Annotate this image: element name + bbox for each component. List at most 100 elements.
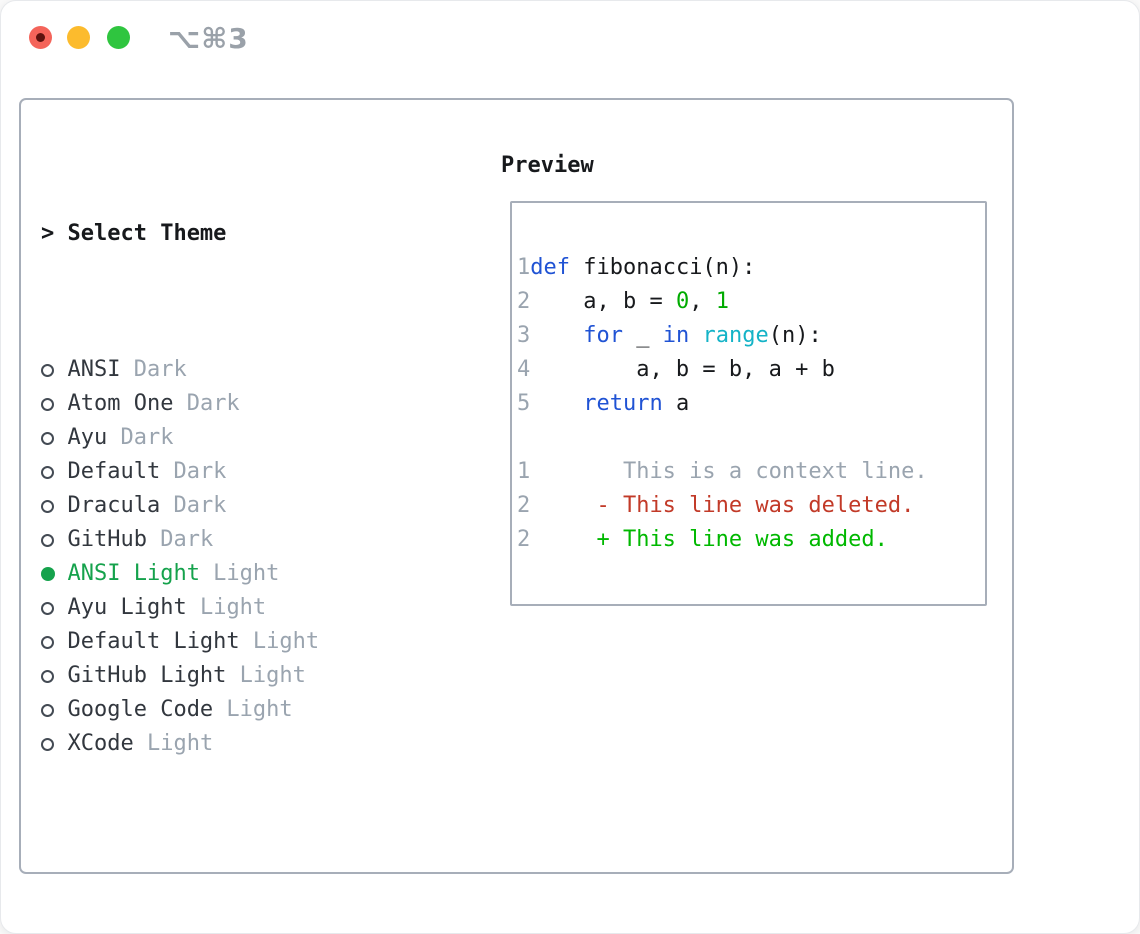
theme-variant: Light (226, 663, 306, 688)
radio-cell (41, 591, 67, 625)
line-number: 1 (517, 255, 531, 280)
theme-variant: Dark (160, 493, 227, 518)
code-segment-keyword: in (662, 323, 690, 348)
code-line: 1def fibonacci(n): (517, 251, 928, 285)
radio-cell (41, 421, 67, 455)
preview-title: Preview (501, 153, 594, 178)
line-number: 5 (517, 391, 531, 416)
theme-variant: Light (239, 629, 320, 654)
theme-option-github[interactable]: GitHub Dark (41, 523, 412, 557)
zoom-button[interactable] (107, 26, 130, 49)
radio-icon (41, 398, 54, 411)
theme-option-ayu-light[interactable]: Ayu Light Light (41, 591, 412, 625)
option-label: GitHub (67, 527, 147, 552)
code-segment-plain (530, 391, 583, 416)
option-label: Default (67, 459, 161, 484)
line-number: 1 (517, 459, 531, 484)
radio-icon (41, 670, 54, 683)
theme-variant: Light (133, 731, 214, 756)
option-label: GitHub Light (67, 663, 227, 688)
theme-variant: Light (213, 697, 293, 722)
code-segment-context: This is a context line. (530, 459, 928, 484)
code-segment-plain (530, 323, 583, 348)
code-line: 4 a, b = b, a + b (517, 353, 928, 387)
option-label: Ayu (67, 425, 108, 450)
line-number: 4 (517, 357, 531, 382)
line-number: 2 (517, 493, 531, 518)
option-label: ANSI Light (67, 561, 200, 586)
option-label: Google Code (67, 697, 214, 722)
theme-variant: Dark (120, 357, 187, 382)
radio-cell (41, 489, 67, 523)
option-label: XCode (67, 731, 134, 756)
theme-option-google-code[interactable]: Google Code Light (41, 693, 412, 727)
theme-option-default-light[interactable]: Default Light Light (41, 625, 412, 659)
theme-variant: Dark (173, 391, 240, 416)
blank-line (517, 421, 928, 455)
theme-option-ansi[interactable]: ANSI Dark (41, 353, 412, 387)
option-label: Atom One (67, 391, 174, 416)
radio-icon (41, 534, 54, 547)
minimize-button[interactable] (67, 26, 90, 49)
theme-option-dracula[interactable]: Dracula Dark (41, 489, 412, 523)
radio-selected-icon (41, 567, 55, 581)
option-label: ANSI (67, 357, 121, 382)
code-segment-keyword: for (583, 323, 623, 348)
radio-cell (41, 659, 67, 693)
theme-option-ayu[interactable]: Ayu Dark (41, 421, 412, 455)
theme-variant: Light (186, 595, 267, 620)
window-title: ⌥⌘3 (168, 22, 249, 55)
diff-deleted-line: 2 - This line was deleted. (517, 489, 928, 523)
radio-icon (41, 364, 54, 377)
radio-cell (41, 387, 67, 421)
code-segment-added: + This line was added. (530, 527, 888, 552)
code-segment-plain (689, 323, 702, 348)
code-segment-plain: , (689, 289, 716, 314)
radio-icon (41, 432, 54, 445)
theme-option-default[interactable]: Default Dark (41, 455, 412, 489)
code-segment-number: 1 (715, 289, 729, 314)
spacer-row (41, 863, 412, 897)
code-segment-deleted: - This line was deleted. (530, 493, 915, 518)
theme-variant: Light (199, 561, 280, 586)
radio-cell (41, 625, 67, 659)
radio-icon (41, 500, 54, 513)
code-segment-builtin: range (702, 323, 769, 348)
code-segment-plain: a (662, 391, 690, 416)
theme-option-atom-one[interactable]: Atom One Dark (41, 387, 412, 421)
theme-option-github-light[interactable]: GitHub Light Light (41, 659, 412, 693)
code-line: 3 for _ in range(n): (517, 319, 928, 353)
radio-cell (41, 727, 67, 761)
code-segment-plain: a, b = (530, 289, 676, 314)
code-line: 2 a, b = 0, 1 (517, 285, 928, 319)
prompt-icon: > (41, 221, 55, 246)
radio-cell (41, 557, 67, 591)
radio-icon (41, 738, 54, 751)
radio-cell (41, 353, 67, 387)
code-segment-keyword: def (530, 255, 570, 280)
option-label: Default Light (67, 629, 240, 654)
code-segment-plain: fibonacci(n): (569, 255, 756, 280)
line-number: 3 (517, 323, 531, 348)
code-segment-plain: a, b = b, a + b (530, 357, 835, 382)
line-number: 2 (517, 289, 531, 314)
theme-option-ansi-light[interactable]: ANSI Light Light (41, 557, 412, 591)
code-line: 5 return a (517, 387, 928, 421)
code-segment-plain: _ (622, 323, 663, 348)
radio-cell (41, 693, 67, 727)
theme-option-xcode[interactable]: XCode Light (41, 727, 412, 761)
radio-icon (41, 704, 54, 717)
theme-variant: Dark (146, 527, 214, 552)
theme-variant: Dark (160, 459, 227, 484)
option-label: Ayu Light (67, 595, 187, 620)
diff-added-line: 2 + This line was added. (517, 523, 928, 557)
radio-icon (41, 636, 54, 649)
select-theme-title: Select Theme (67, 221, 227, 246)
close-button[interactable] (29, 26, 52, 49)
